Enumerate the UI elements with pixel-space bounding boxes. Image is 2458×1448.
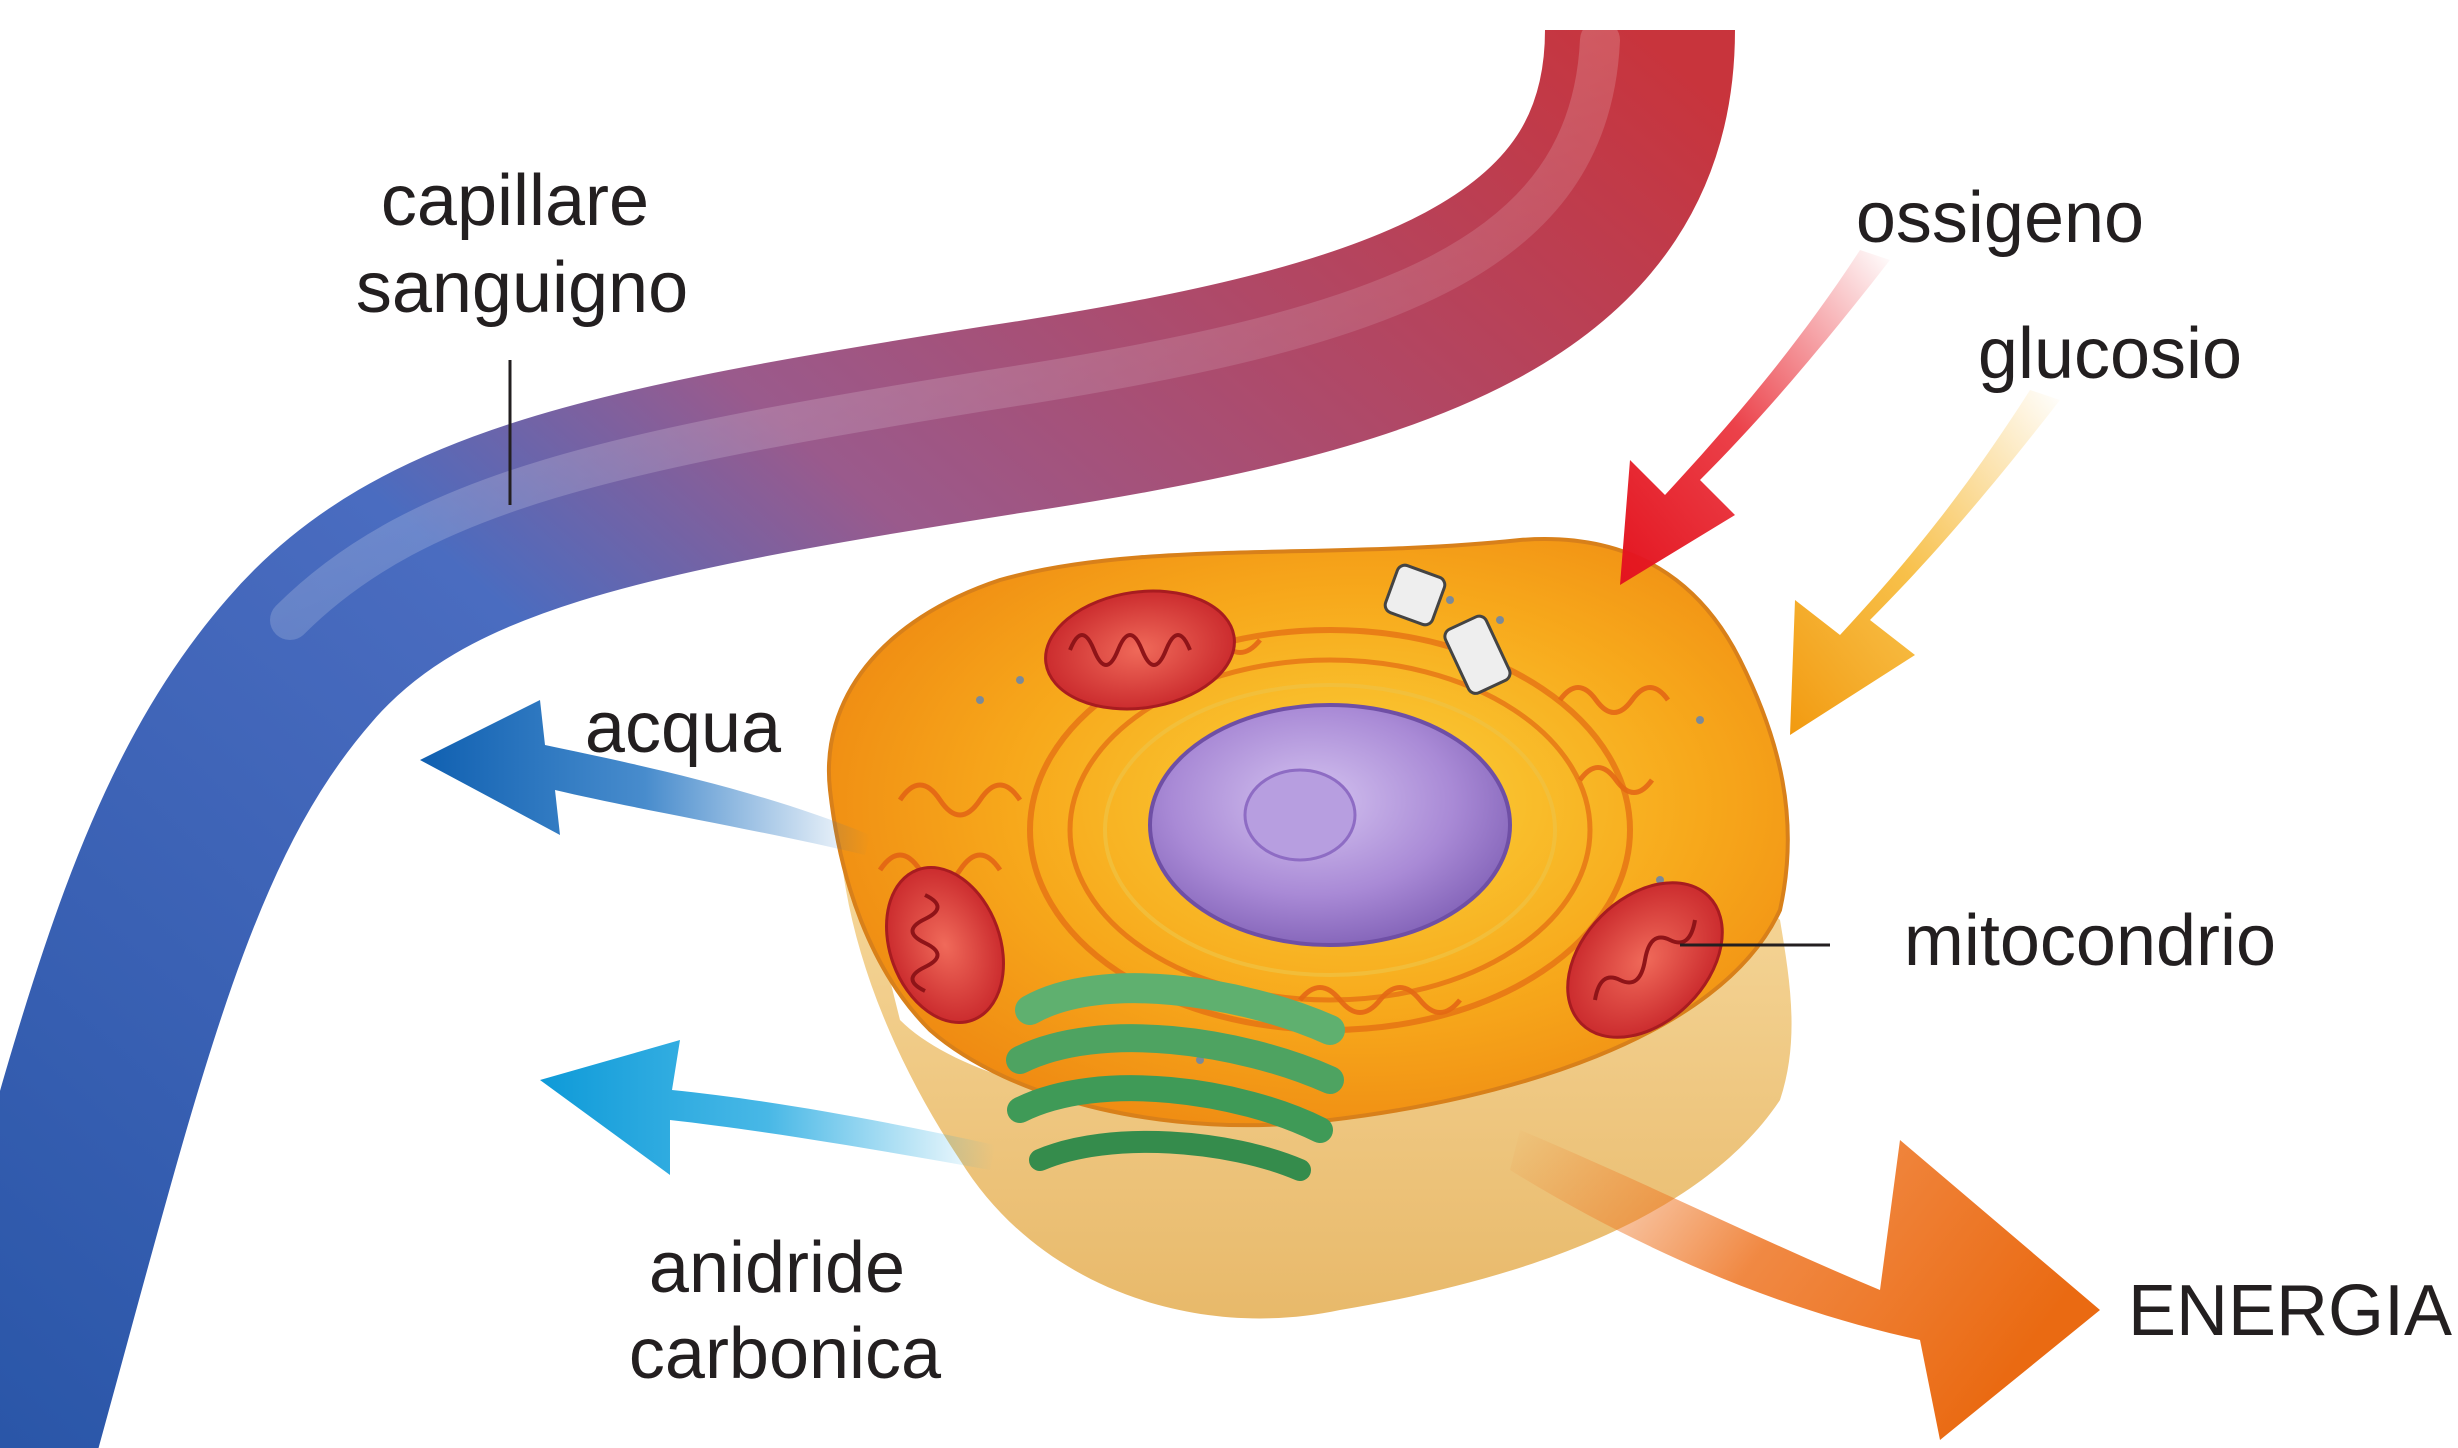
nucleus bbox=[1150, 705, 1510, 945]
water-label: acqua bbox=[585, 688, 782, 768]
mitochondrion-label: mitocondrio bbox=[1904, 901, 2276, 981]
oxygen-label: ossigeno bbox=[1856, 178, 2144, 258]
energy-arrow bbox=[1510, 1130, 2100, 1440]
capillary-label-line2: sanguigno bbox=[356, 248, 688, 328]
energy-label: ENERGIA bbox=[2128, 1271, 2452, 1351]
co2-label-line2: carbonica bbox=[629, 1314, 942, 1394]
glucose-label: glucosio bbox=[1978, 314, 2242, 394]
co2-label-line1: anidride bbox=[649, 1228, 905, 1308]
oxygen-arrow bbox=[1620, 250, 1890, 585]
capillary-label-line1: capillare bbox=[381, 161, 649, 241]
glucose-arrow bbox=[1790, 390, 2060, 735]
